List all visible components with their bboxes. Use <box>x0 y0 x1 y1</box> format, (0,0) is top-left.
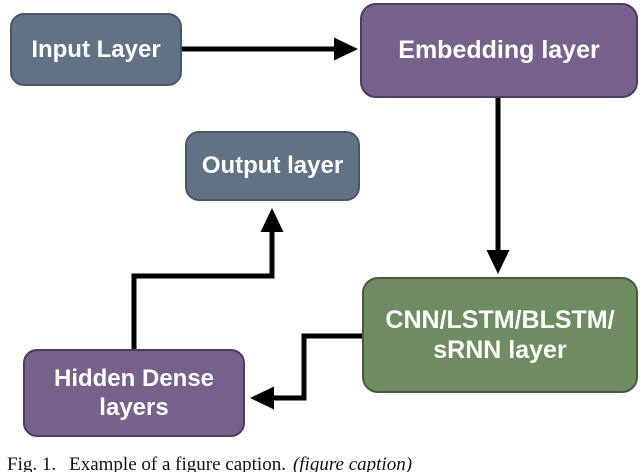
node-hidden-dense-layers: Hidden Dense layers <box>23 349 245 437</box>
figure-caption-label: Fig. 1. <box>7 454 57 472</box>
figure-caption-text: Example of a figure caption. <box>69 454 286 472</box>
figure-caption: Fig. 1. Example of a figure caption. (figu… <box>7 454 637 472</box>
figure-caption-note: (figure caption) <box>292 454 413 472</box>
node-embedding-layer: Embedding layer <box>360 3 638 98</box>
arrow-cnn-to-hidden-dense <box>249 333 362 410</box>
node-cnn-lstm-blstm-srnn-layer: CNN/LSTM/BLSTM/ sRNN layer <box>362 277 638 393</box>
node-output-layer: Output layer <box>185 131 360 201</box>
node-input-layer: Input Layer <box>10 13 182 86</box>
arrow-hidden-dense-to-output <box>131 207 284 349</box>
